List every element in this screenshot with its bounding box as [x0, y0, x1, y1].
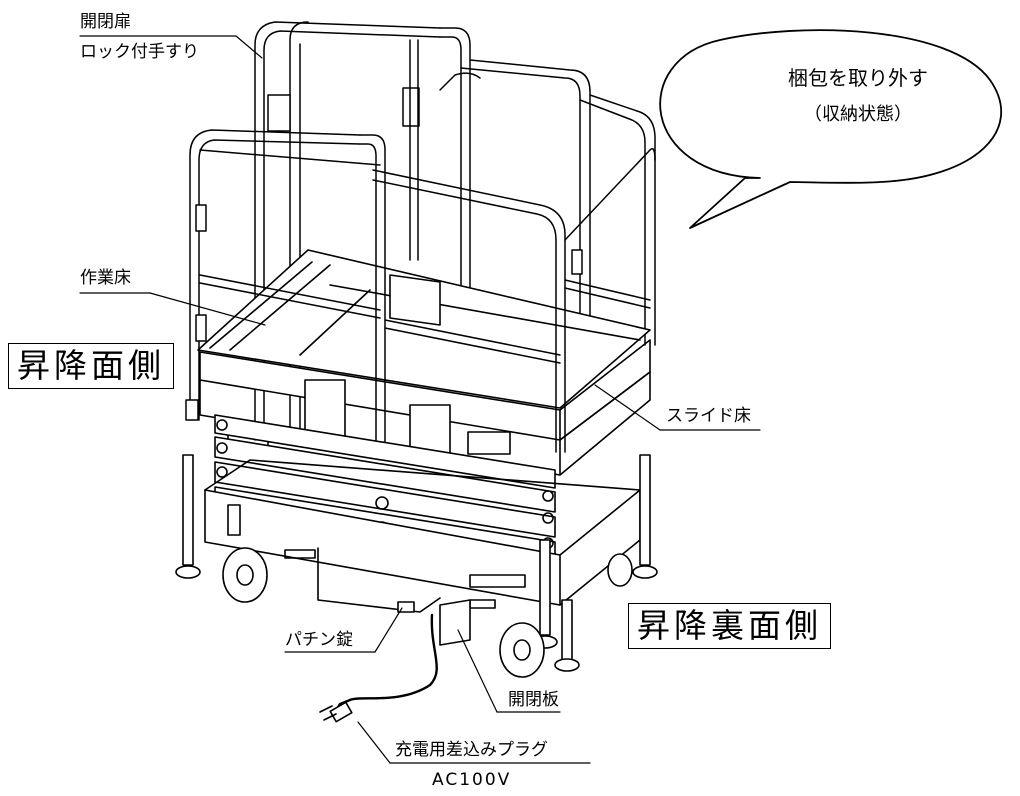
door-label-line2: ロック付手すり	[80, 42, 199, 62]
door-label-line1: 開閉扉	[80, 12, 131, 32]
base-chassis	[175, 454, 658, 678]
cover-plate-label: 開閉板	[508, 690, 559, 710]
plug-label: 充電用差込みプラグ	[395, 740, 548, 760]
power-cord	[319, 613, 438, 723]
callout-bubble	[659, 29, 1002, 229]
work-floor-label: 作業床	[80, 268, 131, 288]
callout-line1: 梱包を取り外す	[788, 66, 928, 90]
voltage-label: AC100V	[432, 770, 512, 790]
front-side-label: 昇降面側	[8, 343, 174, 389]
latch-label: パチン錠	[285, 630, 353, 650]
back-side-label: 昇降裏面側	[628, 603, 831, 649]
front-guardrail	[185, 129, 656, 453]
leader-lines	[79, 35, 761, 764]
work-platform	[197, 249, 651, 476]
slide-floor-label: スライド床	[666, 406, 751, 426]
callout-line2: （収納状態）	[804, 104, 912, 125]
